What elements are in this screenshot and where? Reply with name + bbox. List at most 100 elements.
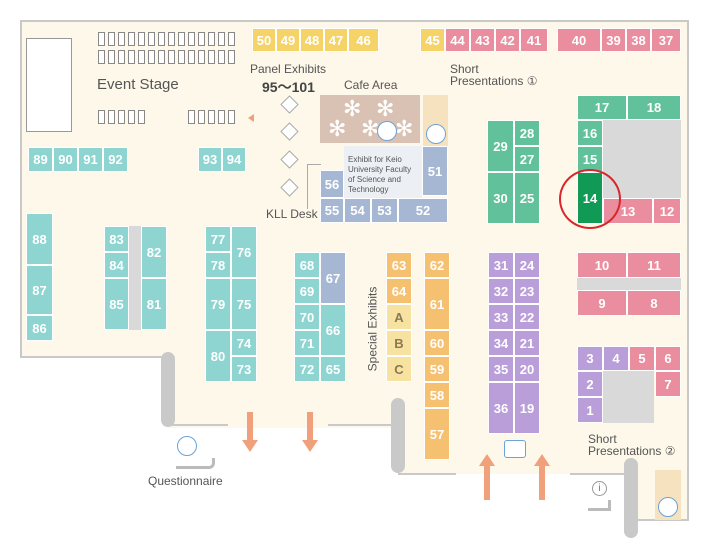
booth-81[interactable]: 81 bbox=[141, 278, 167, 330]
booth-85[interactable]: 85 bbox=[104, 278, 129, 330]
booth-25[interactable]: 25 bbox=[514, 172, 540, 224]
booth-38[interactable]: 38 bbox=[626, 28, 651, 52]
booth-55[interactable]: 55 bbox=[320, 198, 344, 223]
booth-73[interactable]: 73 bbox=[231, 356, 257, 382]
booth-17[interactable]: 17 bbox=[577, 95, 627, 120]
booth-87[interactable]: 87 bbox=[26, 265, 53, 315]
booth-7[interactable]: 7 bbox=[655, 371, 681, 397]
booth-72[interactable]: 72 bbox=[294, 356, 320, 382]
booth-60[interactable]: 60 bbox=[424, 330, 450, 356]
special-exhibits-label: Special Exhibits bbox=[365, 286, 380, 372]
booth-63[interactable]: 63 bbox=[386, 252, 412, 278]
booth-59[interactable]: 59 bbox=[424, 356, 450, 382]
booth-74[interactable]: 74 bbox=[231, 330, 257, 356]
booth-37[interactable]: 37 bbox=[651, 28, 681, 52]
booth-A[interactable]: A bbox=[386, 304, 412, 330]
booth-22[interactable]: 22 bbox=[514, 304, 540, 330]
booth-43[interactable]: 43 bbox=[470, 28, 495, 52]
booth-34[interactable]: 34 bbox=[488, 330, 514, 356]
booth-4[interactable]: 4 bbox=[603, 346, 629, 371]
booth-11[interactable]: 11 bbox=[627, 252, 681, 278]
booth-41[interactable]: 41 bbox=[520, 28, 548, 52]
booth-42[interactable]: 42 bbox=[495, 28, 520, 52]
booth-91[interactable]: 91 bbox=[78, 147, 103, 172]
booth-61[interactable]: 61 bbox=[424, 278, 450, 330]
booth-40[interactable]: 40 bbox=[557, 28, 601, 52]
booth-62[interactable]: 62 bbox=[424, 252, 450, 278]
booth-36[interactable]: 36 bbox=[488, 382, 514, 434]
booth-35[interactable]: 35 bbox=[488, 356, 514, 382]
booth-24[interactable]: 24 bbox=[514, 252, 540, 278]
booth-53[interactable]: 53 bbox=[371, 198, 398, 223]
booth-89[interactable]: 89 bbox=[28, 147, 53, 172]
booth-56[interactable]: 56 bbox=[320, 170, 344, 198]
booth-94[interactable]: 94 bbox=[222, 147, 246, 172]
booth-29[interactable]: 29 bbox=[487, 120, 514, 172]
booth-49[interactable]: 49 bbox=[276, 28, 300, 52]
booth-30[interactable]: 30 bbox=[487, 172, 514, 224]
booth-68[interactable]: 68 bbox=[294, 252, 320, 278]
booth-57[interactable]: 57 bbox=[424, 408, 450, 460]
booth-80[interactable]: 80 bbox=[205, 330, 231, 382]
booth-8[interactable]: 8 bbox=[627, 290, 681, 316]
booth-76[interactable]: 76 bbox=[231, 226, 257, 278]
booth-69[interactable]: 69 bbox=[294, 278, 320, 304]
booth-39[interactable]: 39 bbox=[601, 28, 626, 52]
booth-51[interactable]: 51 bbox=[422, 146, 448, 196]
booth-77[interactable]: 77 bbox=[205, 226, 231, 252]
booth-58[interactable]: 58 bbox=[424, 382, 450, 408]
booth-12[interactable]: 12 bbox=[653, 198, 681, 224]
booth-C[interactable]: C bbox=[386, 356, 412, 382]
booth-84[interactable]: 84 bbox=[104, 252, 129, 278]
booth-44[interactable]: 44 bbox=[445, 28, 470, 52]
entrance-arrow-icon bbox=[242, 440, 258, 452]
booth-16[interactable]: 16 bbox=[577, 120, 603, 146]
booth-2[interactable]: 2 bbox=[577, 371, 603, 397]
booth-48[interactable]: 48 bbox=[300, 28, 324, 52]
booth-65[interactable]: 65 bbox=[320, 356, 346, 382]
booth-93[interactable]: 93 bbox=[198, 147, 222, 172]
cafe-star-icon: ✻ bbox=[395, 116, 414, 141]
booth-78[interactable]: 78 bbox=[205, 252, 231, 278]
booth-54[interactable]: 54 bbox=[344, 198, 371, 223]
booth-45[interactable]: 45 bbox=[420, 28, 445, 52]
booth-47[interactable]: 47 bbox=[324, 28, 348, 52]
booth-67[interactable]: 67 bbox=[320, 252, 346, 304]
booth-83[interactable]: 83 bbox=[104, 226, 129, 252]
booth-79[interactable]: 79 bbox=[205, 278, 231, 330]
booth-82[interactable]: 82 bbox=[141, 226, 167, 278]
booth-B[interactable]: B bbox=[386, 330, 412, 356]
booth-70[interactable]: 70 bbox=[294, 304, 320, 330]
entrance-arrow-icon bbox=[307, 412, 313, 442]
booth-71[interactable]: 71 bbox=[294, 330, 320, 356]
booth-88[interactable]: 88 bbox=[26, 213, 53, 265]
booth-18[interactable]: 18 bbox=[627, 95, 681, 120]
booth-27[interactable]: 27 bbox=[514, 146, 540, 172]
booth-33[interactable]: 33 bbox=[488, 304, 514, 330]
booth-75[interactable]: 75 bbox=[231, 278, 257, 330]
booth-52[interactable]: 52 bbox=[398, 198, 448, 223]
booth-21[interactable]: 21 bbox=[514, 330, 540, 356]
booth-9[interactable]: 9 bbox=[577, 290, 627, 316]
booth-86[interactable]: 86 bbox=[26, 315, 53, 341]
booth-64[interactable]: 64 bbox=[386, 278, 412, 304]
booth-3[interactable]: 3 bbox=[577, 346, 603, 371]
booth-92[interactable]: 92 bbox=[103, 147, 128, 172]
booth-10[interactable]: 10 bbox=[577, 252, 627, 278]
booth-6[interactable]: 6 bbox=[655, 346, 681, 371]
booth-23[interactable]: 23 bbox=[514, 278, 540, 304]
booth-50[interactable]: 50 bbox=[252, 28, 276, 52]
booth-66[interactable]: 66 bbox=[320, 304, 346, 356]
booth-31[interactable]: 31 bbox=[488, 252, 514, 278]
booth-1[interactable]: 1 bbox=[577, 397, 603, 423]
information-icon: i bbox=[592, 481, 607, 496]
booth-20[interactable]: 20 bbox=[514, 356, 540, 382]
booth-5[interactable]: 5 bbox=[629, 346, 655, 371]
panel-exhibits-label: Panel Exhibits bbox=[250, 62, 327, 76]
presentation-screen-icon bbox=[658, 497, 678, 517]
booth-28[interactable]: 28 bbox=[514, 120, 540, 146]
booth-32[interactable]: 32 bbox=[488, 278, 514, 304]
booth-46[interactable]: 46 bbox=[348, 28, 379, 52]
booth-90[interactable]: 90 bbox=[53, 147, 78, 172]
booth-19[interactable]: 19 bbox=[514, 382, 540, 434]
